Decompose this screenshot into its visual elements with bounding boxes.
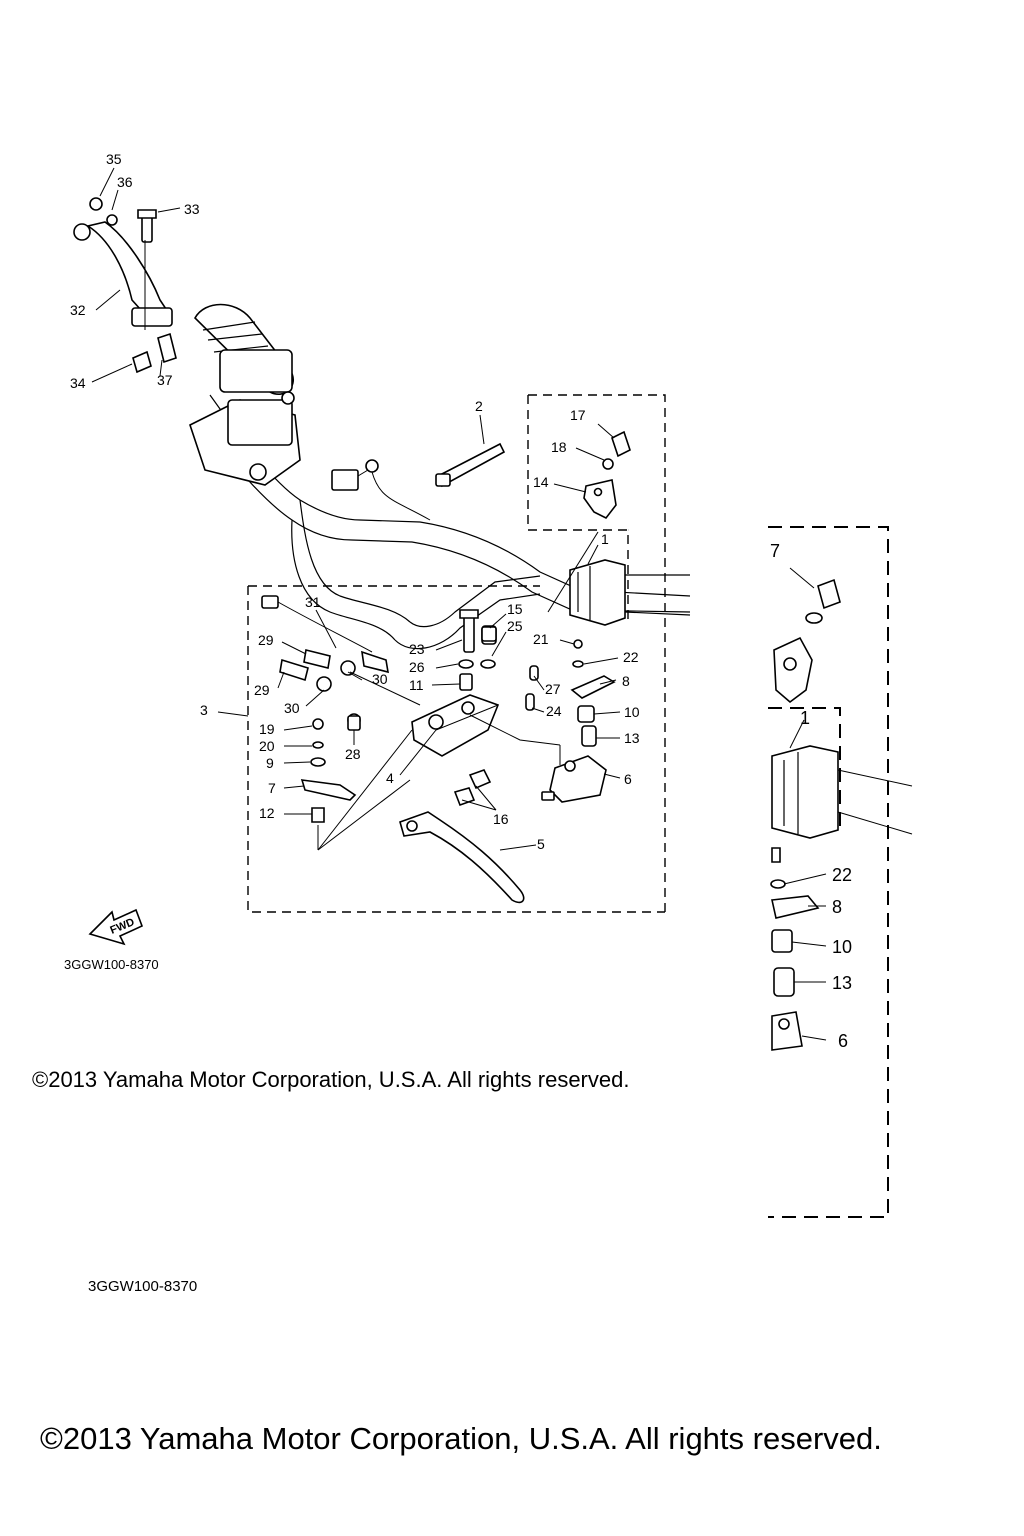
callout-35: 35 — [106, 151, 122, 167]
callout-11: 11 — [409, 677, 424, 693]
footer-copyright: ©2013 Yamaha Motor Corporation, U.S.A. A… — [40, 1421, 882, 1456]
callout-27: 27 — [545, 681, 561, 697]
callout-2: 2 — [475, 398, 483, 414]
fwd-arrow: FWD — [88, 908, 144, 946]
left-grip-assembly — [189, 303, 301, 486]
callout-28: 28 — [345, 746, 361, 762]
callout-20: 20 — [259, 738, 275, 754]
callout-4: 4 — [386, 770, 394, 786]
detail-callout-8: 8 — [832, 897, 842, 917]
callout-10: 10 — [624, 704, 640, 720]
callout-18: 18 — [551, 439, 567, 455]
footer-diagram-code: 3GGW100-8370 — [88, 1278, 197, 1295]
callout-14: 14 — [533, 474, 549, 490]
callout-24: 24 — [546, 703, 562, 719]
callout-12: 12 — [259, 805, 275, 821]
detail-callout-6: 6 — [838, 1031, 848, 1051]
callout-22: 22 — [623, 649, 639, 665]
callout-labels: 35 36 33 32 34 37 2 17 18 14 1 31 15 25 … — [70, 151, 640, 852]
right-grip — [569, 559, 691, 626]
callout-31: 31 — [305, 594, 321, 610]
callout-1: 1 — [601, 531, 609, 547]
detail-callout-13: 13 — [832, 973, 852, 993]
callout-36: 36 — [117, 174, 133, 190]
parts-left-stack — [300, 713, 361, 850]
clamp-14 — [583, 430, 631, 520]
callout-37: 37 — [157, 372, 173, 388]
parts-right-stack — [525, 639, 616, 803]
callout-23: 23 — [409, 641, 425, 657]
detail-callout-17: 7 — [770, 541, 780, 561]
bolt-28 — [347, 715, 361, 731]
callout-21: 21 — [533, 631, 549, 647]
callout-25: 25 — [507, 618, 523, 634]
switch-plug — [331, 459, 431, 521]
diagram-code: 3GGW100-8370 — [64, 957, 159, 972]
callout-29-b: 29 — [254, 682, 270, 698]
callout-16: 16 — [493, 811, 509, 827]
callout-7: 7 — [268, 780, 276, 796]
cable-tie-2 — [435, 442, 506, 488]
lever-5 — [399, 811, 525, 904]
callout-33: 33 — [184, 201, 200, 217]
callout-26: 26 — [409, 659, 425, 675]
adjusters-29-30 — [279, 649, 421, 706]
washers-26-25 — [458, 626, 497, 669]
callout-3: 3 — [200, 702, 208, 718]
diagram-copyright: ©2013 Yamaha Motor Corporation, U.S.A. A… — [32, 1067, 629, 1092]
callout-19: 19 — [259, 721, 275, 737]
callout-5: 5 — [537, 836, 545, 852]
detail-view: 7 1 22 8 10 13 6 — [768, 526, 913, 1218]
detail-callout-1: 1 — [800, 708, 810, 728]
upper-detail-box — [527, 394, 666, 915]
detail-callout-22: 22 — [832, 865, 852, 885]
callout-17: 17 — [570, 407, 586, 423]
detail-callout-10: 10 — [832, 937, 852, 957]
callout-15: 15 — [507, 601, 523, 617]
callout-9: 9 — [266, 755, 274, 771]
callout-6: 6 — [624, 771, 632, 787]
cable-31 — [261, 595, 389, 674]
callout-30-a: 30 — [372, 671, 388, 687]
callout-29-a: 29 — [258, 632, 274, 648]
leader-lines — [91, 167, 621, 851]
callout-32: 32 — [70, 302, 86, 318]
lever-32 — [73, 197, 177, 374]
callout-34: 34 — [70, 375, 86, 391]
callout-13: 13 — [624, 730, 640, 746]
callout-30-b: 30 — [284, 700, 300, 716]
callout-8: 8 — [622, 673, 630, 689]
nuts-16 — [453, 769, 492, 807]
